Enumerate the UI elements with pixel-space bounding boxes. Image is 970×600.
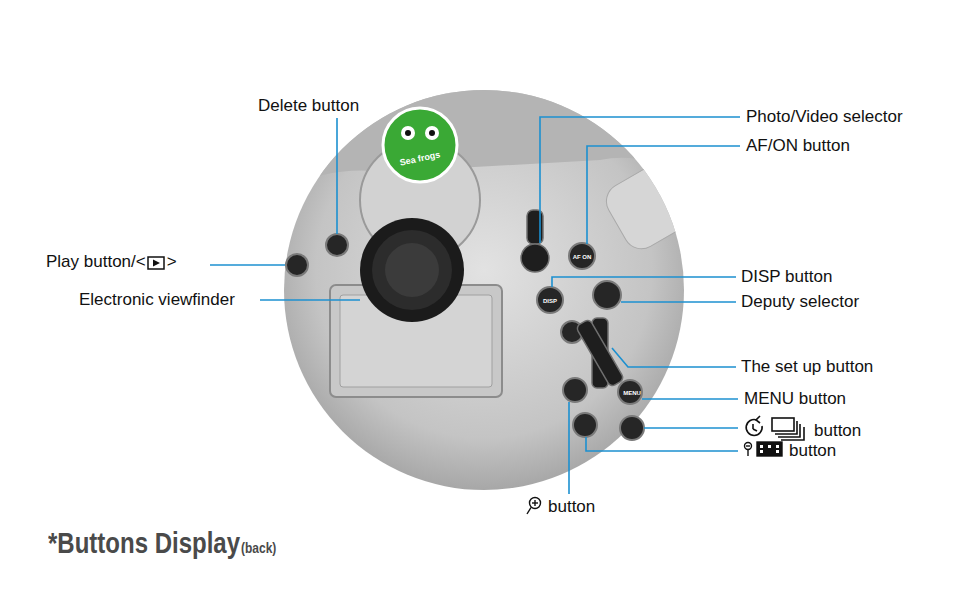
callout-label: Electronic viewfinder — [79, 290, 235, 310]
figure-title: *Buttons Display — [48, 526, 240, 560]
callout-label: button — [814, 421, 861, 441]
zoom-out-icon — [745, 442, 783, 456]
callout-label: (back) — [241, 538, 276, 558]
eyecup — [360, 218, 464, 322]
leader-lines — [210, 117, 740, 494]
eyecup-inner — [372, 230, 452, 310]
housing-grip — [600, 155, 704, 256]
callout-label: DISP button — [741, 267, 832, 287]
callout-label: button — [548, 497, 595, 517]
callout-label: MENU button — [744, 389, 846, 409]
play-icon — [147, 256, 165, 270]
zoom-out-icon-dots — [760, 445, 779, 453]
callout-label: > — [167, 252, 177, 272]
button-marking: MENU — [623, 390, 641, 396]
frog-eye — [425, 126, 439, 140]
callout-label: Delete button — [258, 96, 359, 116]
button-marking: DISP — [543, 298, 557, 304]
buttons — [286, 234, 644, 440]
callout-label: button — [789, 441, 836, 461]
photo-video-selector — [521, 210, 549, 272]
callout-label: Deputy selector — [741, 292, 859, 312]
button-marking: AF ON — [573, 254, 592, 260]
frog-pupil — [405, 130, 411, 136]
frog-pupil — [429, 130, 435, 136]
callout-label: The set up button — [741, 357, 873, 377]
frog-eye — [401, 126, 415, 140]
eyecup-lens — [385, 243, 439, 297]
callout-label: Play button/< — [46, 252, 146, 272]
zoom-in-icon — [527, 498, 541, 515]
timer-burst-icon — [746, 416, 804, 440]
callout-label: Photo/Video selector — [746, 107, 903, 127]
callout-label: AF/ON button — [746, 136, 850, 156]
frog-logo — [383, 108, 457, 182]
